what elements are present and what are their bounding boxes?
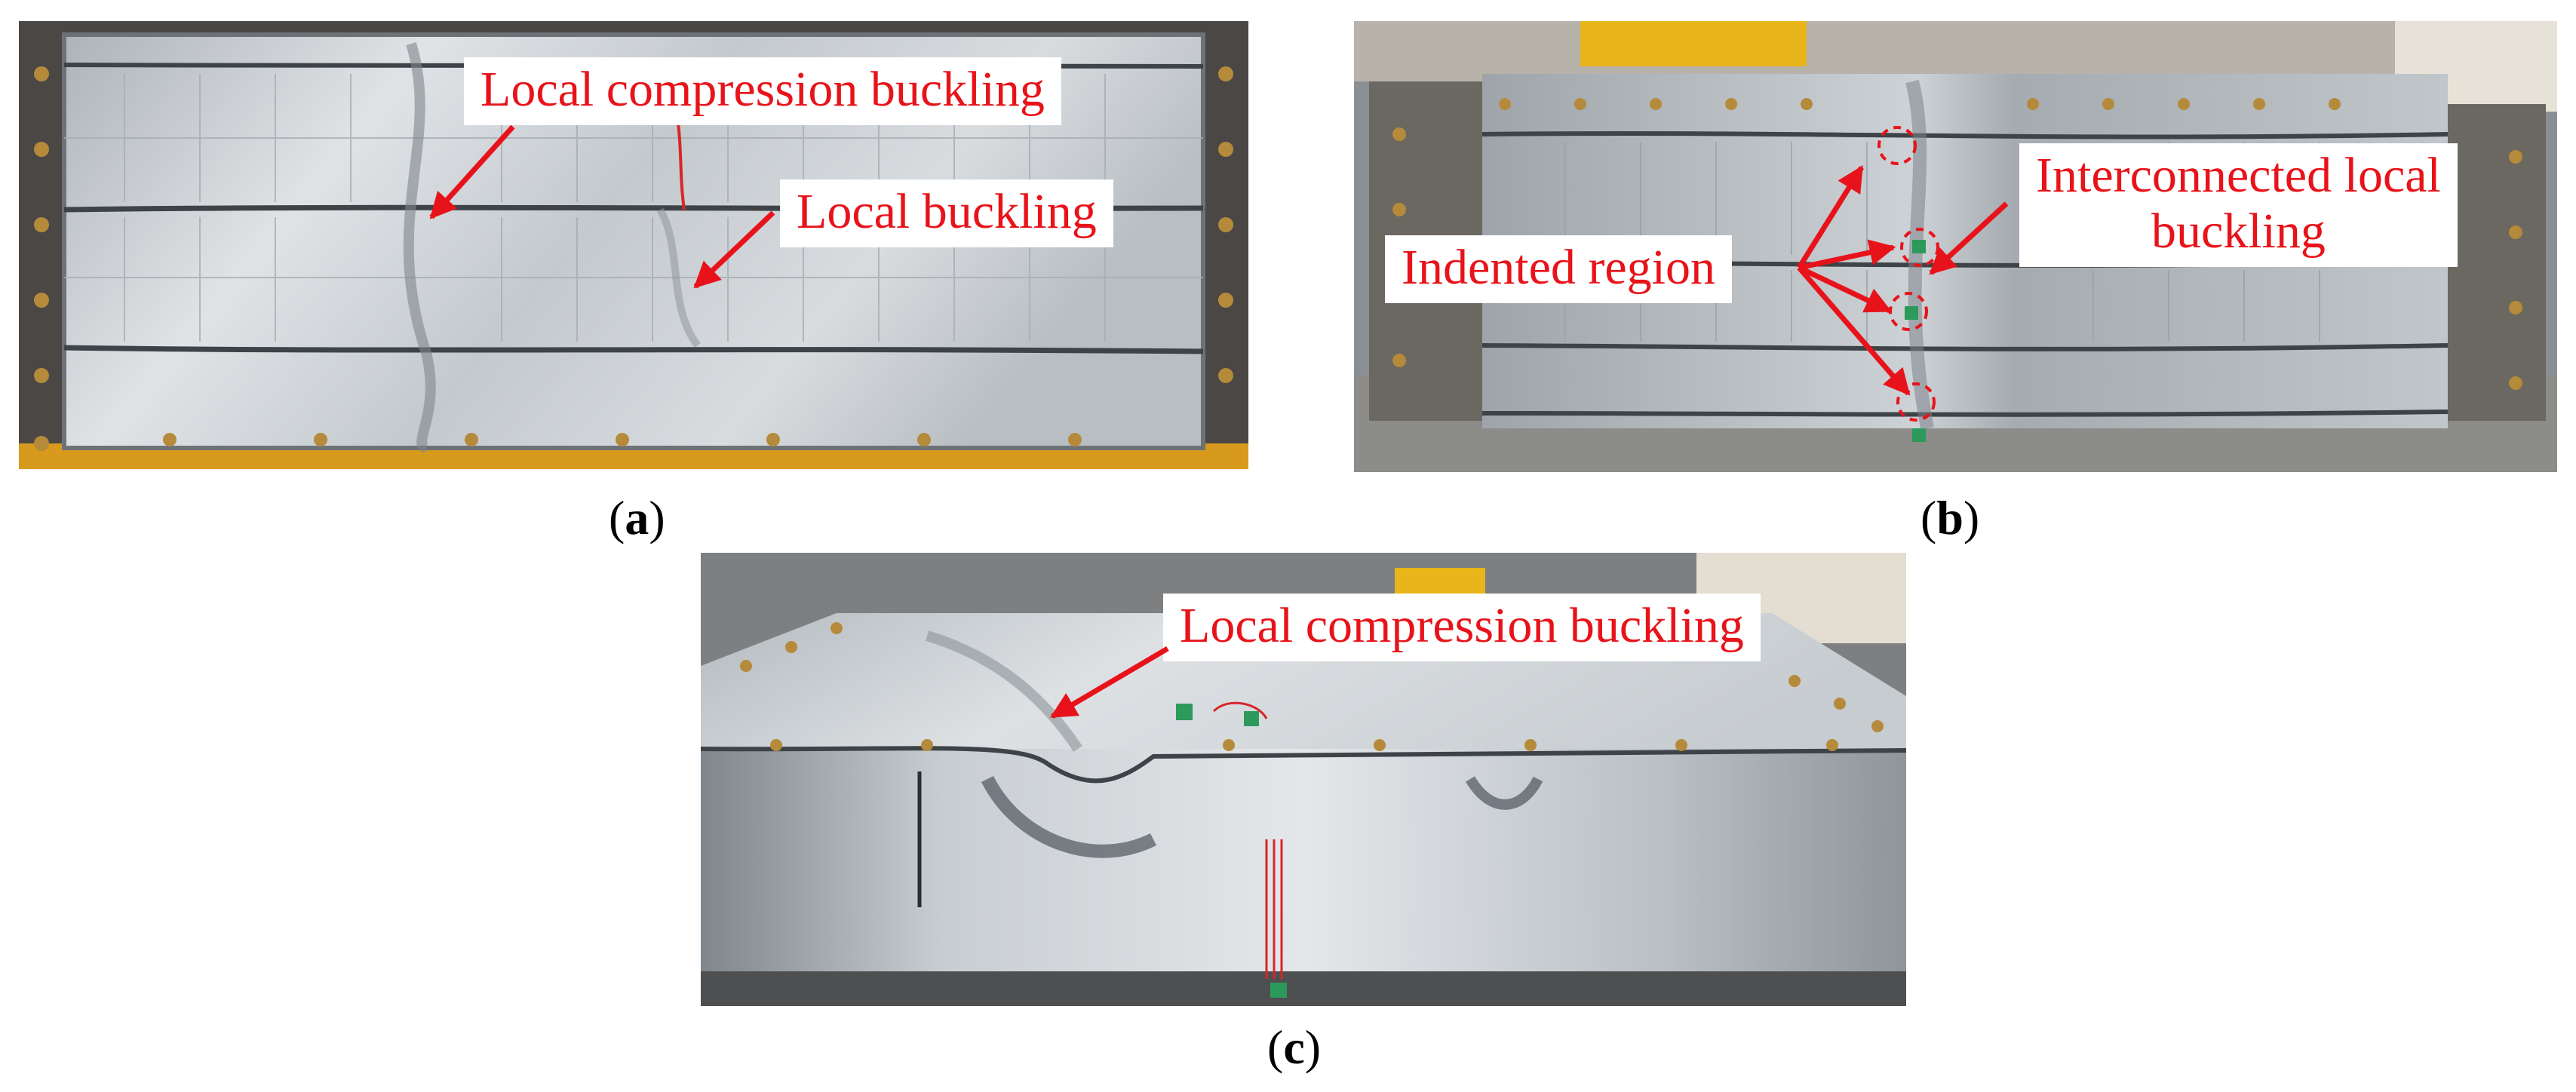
caption-c-letter: c [1283, 1020, 1305, 1074]
caption-b-letter: b [1936, 491, 1963, 544]
label-c-local-compression-buckling: Local compression buckling [1163, 594, 1761, 661]
label-b-interconnected-line1: Interconnected local [2036, 148, 2441, 203]
label-b-indented-region: Indented region [1385, 235, 1733, 303]
label-b-interconnected-line2: buckling [2151, 203, 2326, 259]
label-a-local-buckling: Local buckling [780, 179, 1113, 247]
label-b-interconnected-local-buckling: Interconnected local buckling [2019, 143, 2458, 267]
caption-b: (b) [1920, 491, 1980, 544]
caption-a-letter: a [625, 491, 649, 544]
caption-a: (a) [609, 491, 665, 544]
photo-panel-c [701, 553, 1906, 1006]
caption-c: (c) [1267, 1020, 1322, 1074]
steel-beam-photo-c [701, 553, 1906, 1006]
label-a-local-compression-buckling: Local compression buckling [464, 57, 1061, 125]
